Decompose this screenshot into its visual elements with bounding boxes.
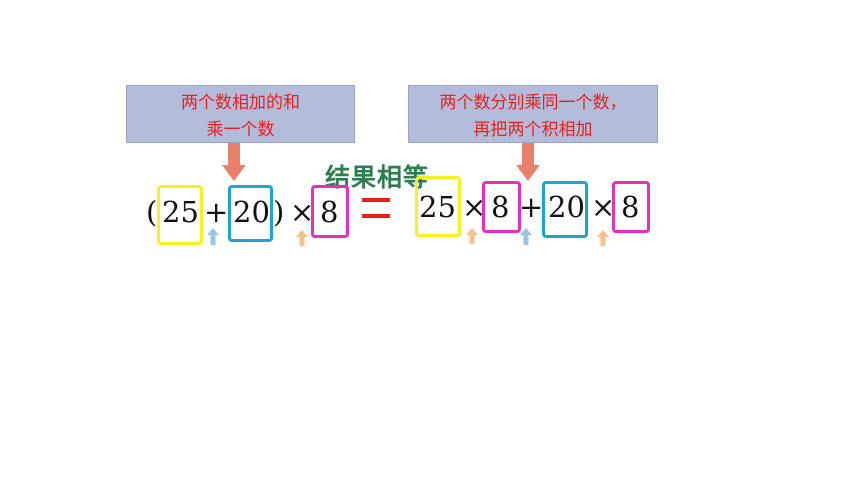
- equals-sign: [362, 198, 390, 220]
- right-box-25: [415, 176, 461, 237]
- down-arrow-right-icon: [516, 143, 540, 181]
- left-number-20: 20: [233, 195, 270, 229]
- left-number-25: 25: [162, 195, 199, 229]
- callout-right-line1: 两个数分别乘同一个数，: [439, 93, 627, 113]
- left-box-25: [157, 185, 203, 245]
- right-box-8-second: [612, 181, 650, 233]
- right-number-20: 20: [548, 190, 585, 224]
- right-times-2: ×: [591, 190, 616, 224]
- right-number-8-second: 8: [621, 190, 640, 224]
- left-box-20: [228, 185, 273, 242]
- callout-right-line2: 再把两个积相加: [473, 120, 593, 140]
- left-number-8: 8: [320, 195, 339, 229]
- left-box-8: [311, 185, 349, 238]
- left-plus: +: [204, 195, 229, 229]
- up-arrow-orange-icon: [296, 230, 308, 246]
- right-number-25: 25: [419, 190, 456, 224]
- up-arrow-orange-icon: [466, 228, 478, 244]
- up-arrow-orange-icon: [597, 230, 609, 246]
- right-plus: +: [519, 190, 544, 224]
- up-arrow-blue-icon: [520, 228, 532, 245]
- callout-sum-times-number: 两个数相加的和 乘一个数: [126, 85, 355, 143]
- callout-distribute-products: 两个数分别乘同一个数， 再把两个积相加: [408, 85, 658, 143]
- callout-left-line2: 乘一个数: [206, 120, 275, 140]
- callout-left-line1: 两个数相加的和: [181, 93, 300, 113]
- right-box-8-first: [482, 181, 521, 233]
- left-times: ×: [290, 195, 315, 229]
- right-number-8-first: 8: [491, 190, 510, 224]
- left-close-paren: ): [273, 195, 285, 229]
- down-arrow-left-icon: [222, 143, 246, 181]
- left-open-paren: (: [146, 195, 158, 229]
- up-arrow-blue-icon: [207, 228, 219, 245]
- right-box-20: [542, 181, 588, 238]
